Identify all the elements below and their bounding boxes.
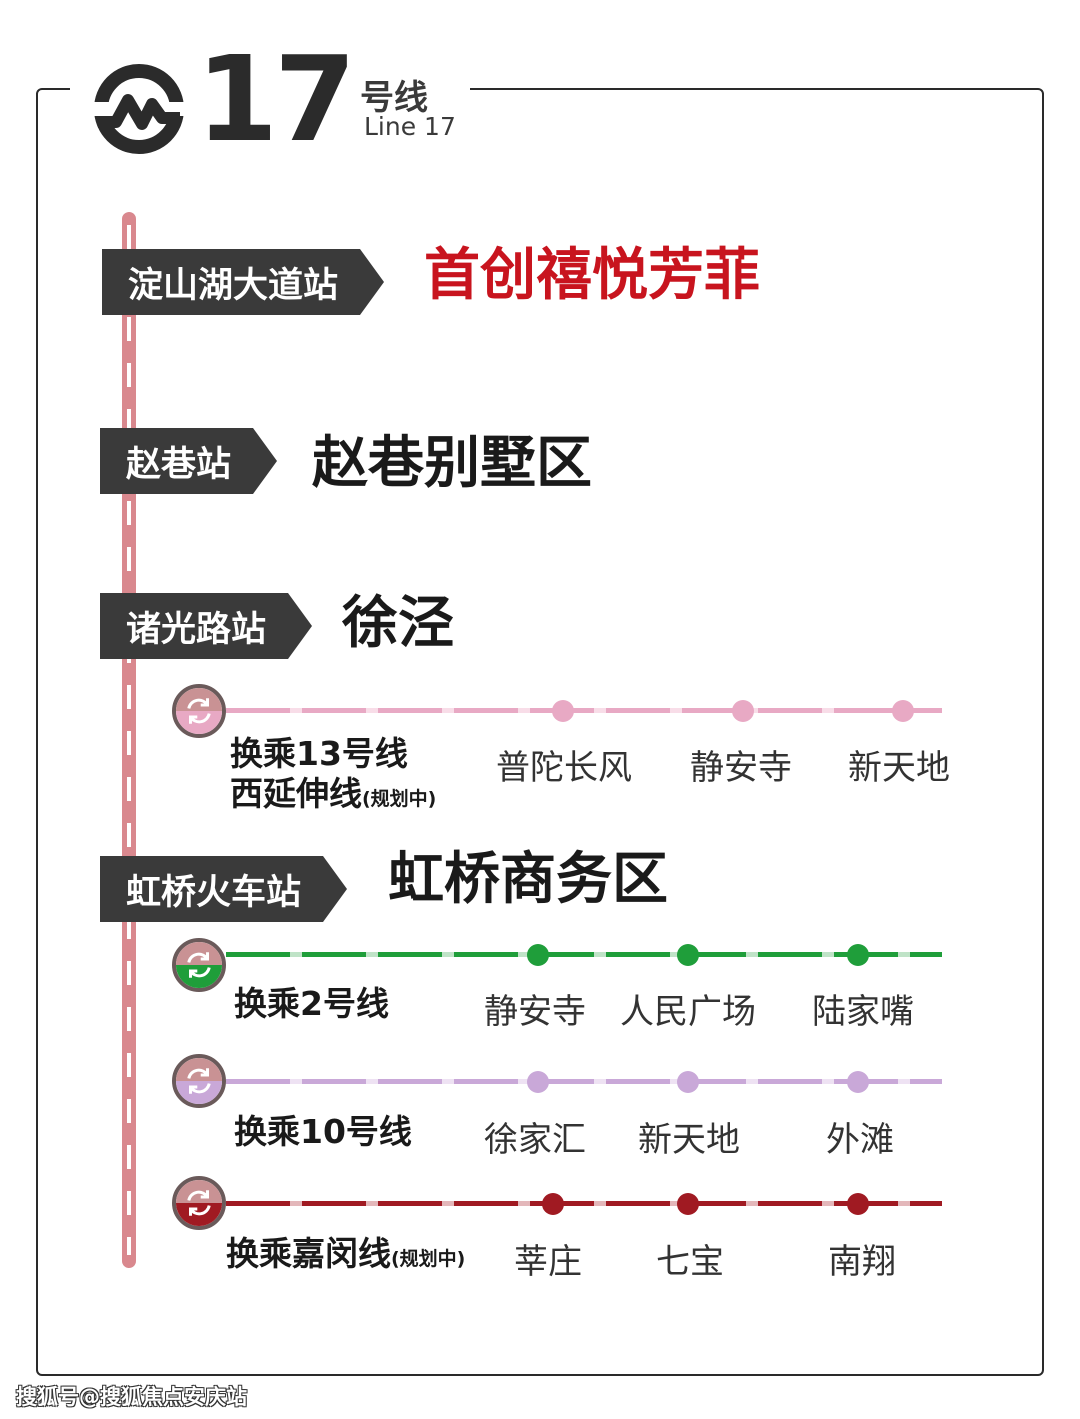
stop-name: 莘庄 [514, 1242, 582, 1282]
area-name: 虹桥商务区 [388, 847, 668, 912]
station-label: 淀山湖大道站 [102, 249, 361, 315]
station-label: 赵巷站 [100, 428, 254, 494]
station-tag-zhuguanglu: 诸光路站 [100, 593, 313, 659]
swap-arrows-icon [187, 698, 211, 724]
transfer-label-jiamin: 换乘嘉闵线(规划中) [226, 1234, 465, 1274]
shanghai-metro-logo-icon [92, 64, 186, 154]
stop-name: 静安寺 [484, 992, 586, 1032]
stop-name: 新天地 [848, 748, 950, 788]
swap-arrows-icon [187, 952, 211, 978]
route-line-10 [226, 1079, 942, 1084]
stop-dot [527, 1071, 549, 1093]
route-line-2 [226, 952, 942, 957]
line-number: 17 [196, 30, 356, 168]
station-label: 诸光路站 [100, 593, 289, 659]
swap-arrows-icon [187, 1068, 211, 1094]
line-label-cn: 号线 [360, 78, 428, 118]
transfer-label-sub-text: 西延伸线 [230, 773, 362, 813]
stop-dot [732, 700, 754, 722]
tag-arrow [323, 856, 348, 922]
planned-note: (规划中) [391, 1248, 466, 1270]
station-tag-zhaoxiang: 赵巷站 [100, 428, 278, 494]
station-tag-hongqiao: 虹桥火车站 [100, 856, 348, 922]
stop-name: 陆家嘴 [812, 992, 914, 1032]
tag-arrow [360, 249, 385, 315]
content-frame [36, 88, 1044, 1376]
transfer-label-line10: 换乘10号线 [234, 1112, 412, 1152]
area-name: 徐泾 [342, 591, 454, 656]
swap-arrows-icon [187, 1190, 211, 1216]
stop-name: 新天地 [638, 1120, 740, 1160]
watermark: 搜狐号@搜狐焦点安庆站 [16, 1385, 247, 1409]
stop-dot [552, 700, 574, 722]
transfer-label-main: 换乘2号线 [234, 984, 389, 1023]
transfer-badge-line2 [172, 938, 226, 992]
transfer-label-main: 换乘10号线 [234, 1112, 412, 1151]
stop-name: 静安寺 [690, 748, 792, 788]
stop-name: 七宝 [656, 1242, 724, 1282]
station-label: 虹桥火车站 [100, 856, 324, 922]
route-line-jiamin [226, 1201, 942, 1206]
transfer-label-sub: 西延伸线(规划中) [230, 774, 436, 814]
stop-dot [677, 1193, 699, 1215]
stop-dot [892, 700, 914, 722]
transfer-label-main: 换乘嘉闵线(规划中) [226, 1234, 465, 1274]
tag-arrow [253, 428, 278, 494]
transfer-label-line2: 换乘2号线 [234, 984, 389, 1024]
stop-name: 普陀长风 [496, 748, 632, 788]
stop-name: 徐家汇 [484, 1120, 586, 1160]
planned-note: (规划中) [362, 787, 437, 810]
stop-dot [527, 944, 549, 966]
stop-dot [677, 944, 699, 966]
transfer-label-main-text: 换乘嘉闵线 [226, 1234, 391, 1273]
stop-name: 外滩 [826, 1120, 894, 1160]
line17-trunk-dash [127, 225, 131, 1255]
stop-dot [847, 944, 869, 966]
stop-dot [847, 1193, 869, 1215]
line-label-en: Line 17 [364, 112, 456, 141]
transfer-label-line13: 换乘13号线 西延伸线(规划中) [230, 734, 436, 813]
tag-arrow [288, 593, 313, 659]
transfer-badge-line13 [172, 684, 226, 738]
stop-name: 南翔 [828, 1242, 896, 1282]
stop-name: 人民广场 [620, 992, 756, 1032]
transfer-badge-jiamin [172, 1176, 226, 1230]
area-name: 赵巷别墅区 [312, 431, 592, 496]
station-tag-dianshanhu: 淀山湖大道站 [102, 249, 385, 315]
transfer-badge-line10 [172, 1054, 226, 1108]
area-name-highlight: 首创禧悦芳菲 [424, 243, 760, 308]
transfer-label-main: 换乘13号线 [230, 734, 408, 773]
stop-dot [542, 1193, 564, 1215]
stop-dot [847, 1071, 869, 1093]
route-line-13 [226, 708, 942, 713]
stop-dot [677, 1071, 699, 1093]
